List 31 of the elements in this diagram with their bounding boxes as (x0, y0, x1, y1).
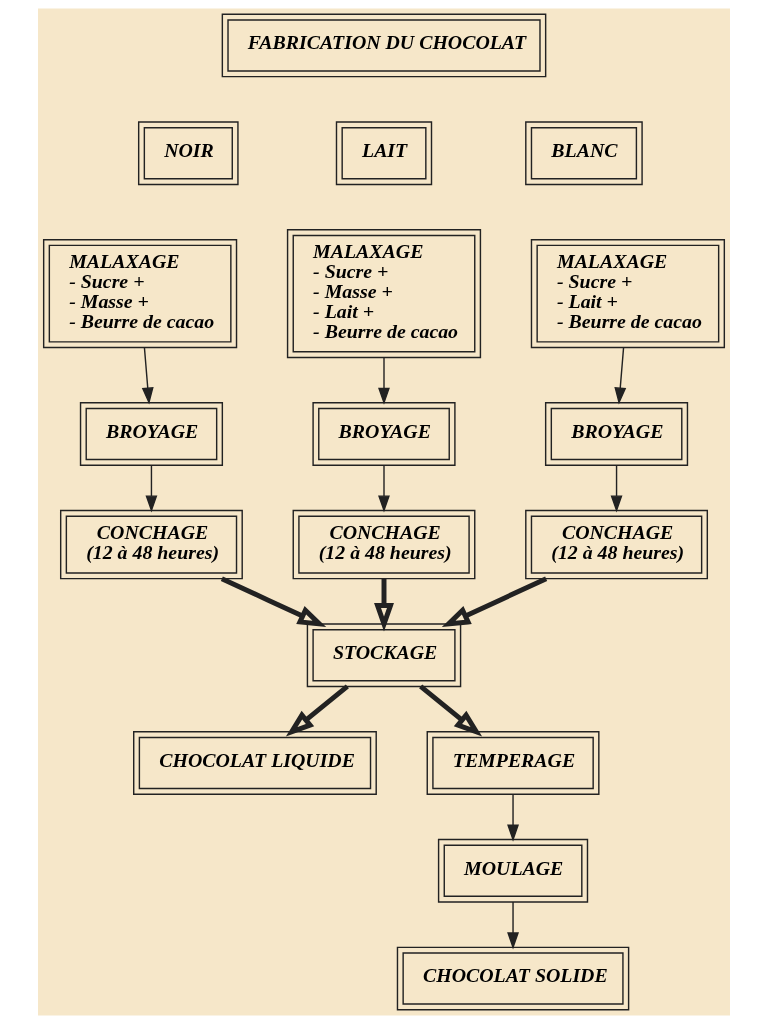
arrow (378, 357, 390, 405)
arrow (507, 901, 519, 950)
arrow (378, 464, 390, 513)
node-box: CONCHAGE (12 à 48 heures) (60, 509, 243, 580)
arrow (614, 347, 627, 405)
node-box: FABRICATION DU CHOCOLAT (221, 13, 547, 78)
node-box: BROYAGE (312, 402, 456, 466)
node-box: STOCKAGE (306, 623, 462, 688)
arrow (419, 684, 483, 737)
node-box: CONCHAGE (12 à 48 heures) (525, 509, 708, 580)
arrow (141, 347, 154, 405)
node-box: MALAXAGE - Sucre + - Lait + - Beurre de cacao (530, 239, 726, 349)
node-box: BROYAGE (79, 402, 224, 466)
arrow (610, 464, 623, 513)
node-box: LAIT (335, 121, 433, 186)
arrow (145, 464, 158, 513)
node-box: BLANC (525, 121, 643, 186)
node-box: BROYAGE (544, 402, 689, 466)
arrow (441, 576, 548, 627)
node-box: CHOCOLAT SOLIDE (396, 946, 630, 1011)
arrow (285, 684, 349, 737)
arrow (507, 793, 519, 842)
node-box: MOULAGE (437, 838, 589, 903)
arrow (220, 576, 327, 627)
node-box: NOIR (137, 121, 239, 186)
node-box: CHOCOLAT LIQUIDE (133, 731, 377, 795)
arrow (374, 578, 394, 632)
node-box: TEMPERAGE (426, 731, 600, 795)
node-box: MALAXAGE - Sucre + - Masse + - Beurre de cacao (42, 239, 238, 349)
node-box: CONCHAGE (12 à 48 heures) (292, 509, 476, 580)
node-box: MALAXAGE - Sucre + - Masse + - Lait + - Beurre de cacao (286, 229, 482, 359)
